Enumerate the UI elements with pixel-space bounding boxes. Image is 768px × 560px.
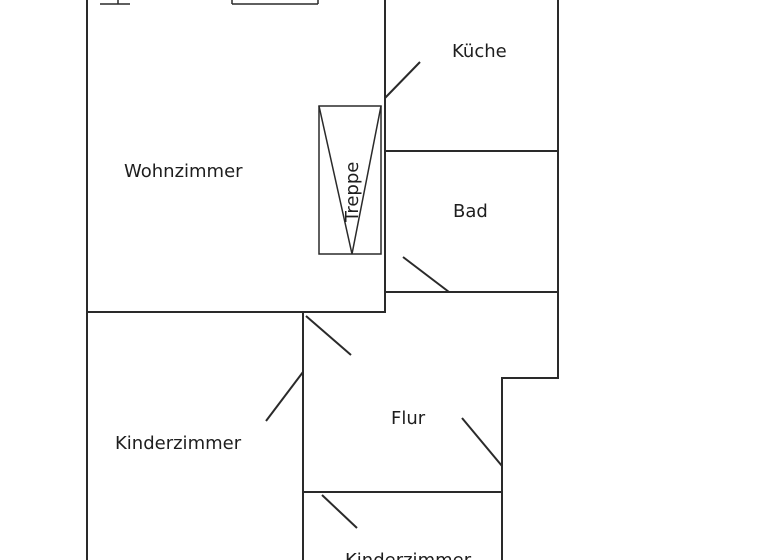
label-kinderzimmer-1: Kinderzimmer bbox=[115, 433, 242, 454]
door-swings bbox=[265, 61, 503, 529]
window-marks bbox=[100, 0, 319, 5]
label-flur: Flur bbox=[391, 408, 426, 429]
label-kinderzimmer-2: Kinderzimmer bbox=[345, 550, 472, 560]
door-kinderzimmer-2 bbox=[321, 494, 358, 529]
door-kueche bbox=[384, 61, 421, 99]
door-kinderzimmer-1 bbox=[265, 371, 304, 422]
label-bad: Bad bbox=[453, 201, 488, 222]
staircase bbox=[318, 105, 382, 255]
door-flur-right bbox=[461, 417, 503, 467]
label-wohnzimmer: Wohnzimmer bbox=[124, 161, 243, 182]
door-bad bbox=[402, 256, 450, 293]
exterior-walls bbox=[86, 0, 559, 560]
door-flur-wohnzimmer bbox=[305, 315, 352, 356]
label-kueche: Küche bbox=[452, 41, 507, 62]
label-treppe: Treppe bbox=[342, 162, 363, 223]
interior-walls bbox=[86, 0, 559, 560]
